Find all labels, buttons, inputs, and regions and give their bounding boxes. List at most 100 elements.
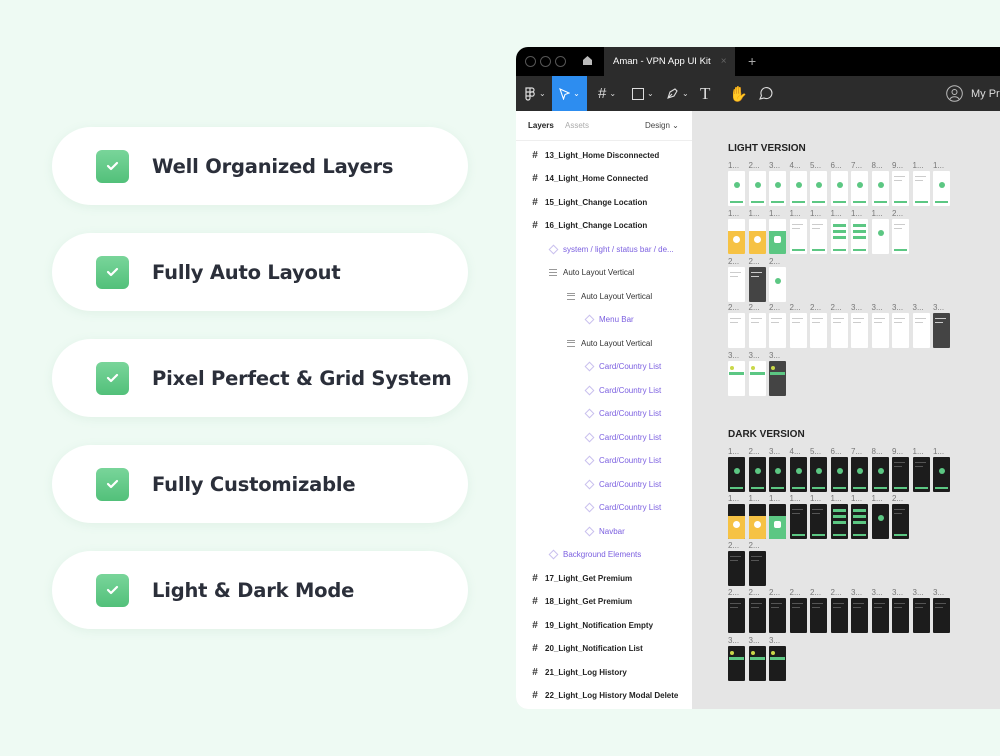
frame-thumbnail[interactable]: [912, 171, 930, 206]
comment-tool-button[interactable]: [758, 76, 773, 111]
layer-item[interactable]: Card/Country List: [582, 406, 661, 422]
layer-item[interactable]: #20_Light_Notification List: [528, 641, 643, 657]
frame-thumbnail[interactable]: [769, 598, 786, 633]
tab-layers[interactable]: Layers: [528, 121, 554, 130]
frame-thumbnail[interactable]: [769, 313, 786, 348]
frame-thumbnail[interactable]: [851, 219, 868, 254]
layer-item[interactable]: #18_Light_Get Premium: [528, 594, 632, 610]
design-dropdown[interactable]: Design ⌄: [645, 121, 679, 130]
frame-thumbnail[interactable]: [748, 551, 766, 586]
move-tool-button[interactable]: ⌄: [552, 76, 587, 111]
frame-thumbnail[interactable]: [851, 313, 868, 348]
frame-thumbnail[interactable]: [789, 504, 807, 539]
home-icon[interactable]: [582, 55, 593, 66]
frame-thumbnail[interactable]: [728, 598, 745, 633]
frame-thumbnail[interactable]: [728, 219, 745, 254]
layer-item[interactable]: Auto Layout Vertical: [564, 288, 652, 304]
frame-thumbnail[interactable]: [748, 313, 766, 348]
frame-thumbnail[interactable]: [810, 504, 827, 539]
frame-thumbnail[interactable]: [728, 313, 745, 348]
frame-thumbnail[interactable]: [748, 361, 766, 396]
frame-thumbnail[interactable]: [871, 219, 889, 254]
frame-thumbnail[interactable]: [810, 171, 827, 206]
frame-thumbnail[interactable]: [912, 598, 930, 633]
frame-thumbnail[interactable]: [810, 457, 827, 492]
frame-thumbnail[interactable]: [851, 457, 868, 492]
frame-thumbnail[interactable]: [728, 551, 745, 586]
layer-item[interactable]: #19_Light_Notification Empty: [528, 617, 653, 633]
frame-thumbnail[interactable]: [769, 219, 786, 254]
frame-thumbnail[interactable]: [748, 219, 766, 254]
layer-item[interactable]: Card/Country List: [582, 359, 661, 375]
frame-thumbnail[interactable]: [748, 171, 766, 206]
frame-thumbnail[interactable]: [871, 313, 889, 348]
frame-thumbnail[interactable]: [830, 313, 848, 348]
layer-item[interactable]: Card/Country List: [582, 453, 661, 469]
frame-thumbnail[interactable]: [830, 598, 848, 633]
frame-thumbnail[interactable]: [728, 457, 745, 492]
frame-thumbnail[interactable]: [789, 598, 807, 633]
frame-thumbnail[interactable]: [892, 313, 909, 348]
tab-assets[interactable]: Assets: [565, 121, 590, 130]
frame-thumbnail[interactable]: [912, 457, 930, 492]
frame-thumbnail[interactable]: [933, 598, 950, 633]
layer-item[interactable]: Card/Country List: [582, 382, 661, 398]
layer-item[interactable]: Menu Bar: [582, 312, 634, 328]
window-close-control[interactable]: [525, 56, 536, 67]
layer-item[interactable]: #22_Light_Log History Modal Delete: [528, 688, 678, 704]
main-menu-button[interactable]: ⌄: [524, 76, 546, 111]
frame-thumbnail[interactable]: [769, 457, 786, 492]
layer-item[interactable]: Auto Layout Vertical: [564, 335, 652, 351]
frame-thumbnail[interactable]: [871, 598, 889, 633]
frame-thumbnail[interactable]: [830, 504, 848, 539]
frame-thumbnail[interactable]: [851, 171, 868, 206]
layer-item[interactable]: Card/Country List: [582, 476, 661, 492]
frame-thumbnail[interactable]: [789, 313, 807, 348]
frame-thumbnail[interactable]: [933, 313, 950, 348]
frame-thumbnail[interactable]: [830, 457, 848, 492]
frame-thumbnail[interactable]: [892, 457, 909, 492]
frame-thumbnail[interactable]: [728, 646, 745, 681]
window-minimize-control[interactable]: [540, 56, 551, 67]
frame-thumbnail[interactable]: [769, 504, 786, 539]
layer-item[interactable]: #14_Light_Home Connected: [528, 171, 648, 187]
frame-thumbnail[interactable]: [851, 598, 868, 633]
frame-thumbnail[interactable]: [871, 457, 889, 492]
frame-thumbnail[interactable]: [933, 171, 950, 206]
frame-thumbnail[interactable]: [789, 171, 807, 206]
frame-thumbnail[interactable]: [851, 504, 868, 539]
frame-thumbnail[interactable]: [769, 267, 786, 302]
layer-item[interactable]: Navbar: [582, 523, 625, 539]
new-tab-button[interactable]: +: [748, 53, 757, 69]
frame-thumbnail[interactable]: [748, 646, 766, 681]
frame-thumbnail[interactable]: [748, 504, 766, 539]
frame-thumbnail[interactable]: [728, 171, 745, 206]
frame-thumbnail[interactable]: [892, 598, 909, 633]
frame-thumbnail[interactable]: [810, 313, 827, 348]
profile-button[interactable]: My Pr: [946, 76, 1000, 111]
frame-thumbnail[interactable]: [871, 171, 889, 206]
layer-item[interactable]: system / light / status bar / de...: [546, 241, 674, 257]
frame-thumbnail[interactable]: [789, 457, 807, 492]
frame-thumbnail[interactable]: [748, 457, 766, 492]
layer-item[interactable]: #13_Light_Home Disconnected: [528, 147, 659, 163]
frame-thumbnail[interactable]: [789, 219, 807, 254]
frame-thumbnail[interactable]: [728, 267, 745, 302]
frame-thumbnail[interactable]: [933, 457, 950, 492]
shape-tool-button[interactable]: ⌄: [632, 76, 654, 111]
frame-thumbnail[interactable]: [892, 219, 909, 254]
window-maximize-control[interactable]: [555, 56, 566, 67]
text-tool-button[interactable]: T: [700, 76, 710, 111]
frame-thumbnail[interactable]: [830, 171, 848, 206]
frame-tool-button[interactable]: #⌄: [598, 85, 617, 102]
pen-tool-button[interactable]: ⌄: [666, 76, 689, 111]
layer-item[interactable]: Background Elements: [546, 547, 641, 563]
frame-thumbnail[interactable]: [810, 598, 827, 633]
layer-item[interactable]: Auto Layout Vertical: [546, 265, 634, 281]
layer-item[interactable]: #17_Light_Get Premium: [528, 570, 632, 586]
frame-thumbnail[interactable]: [912, 313, 930, 348]
frame-thumbnail[interactable]: [748, 267, 766, 302]
frame-thumbnail[interactable]: [728, 504, 745, 539]
frame-thumbnail[interactable]: [892, 171, 909, 206]
